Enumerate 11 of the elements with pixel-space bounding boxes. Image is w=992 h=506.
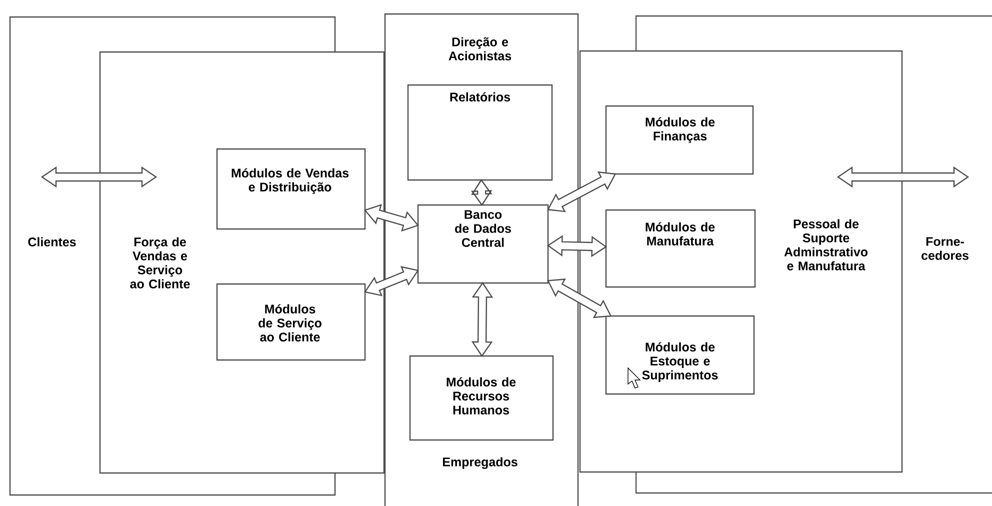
- double-arrow: [364, 266, 419, 296]
- module-box: Módulos de Vendas e Distribuição: [216, 148, 366, 230]
- module-box: Módulos de Manufatura: [605, 209, 756, 288]
- module-box: Módulos de Finanças: [605, 105, 754, 175]
- module-box: Relatórios: [407, 84, 553, 181]
- module-box: Módulos de Recursos Humanos: [409, 355, 554, 441]
- module-box: Módulos de Estoque e Suprimentos: [605, 315, 755, 395]
- double-arrow: [547, 278, 612, 318]
- module-box: Módulos de Serviço ao Cliente: [216, 283, 366, 361]
- double-arrow: [547, 171, 616, 212]
- database-box: Banco de Dados Central: [417, 204, 549, 284]
